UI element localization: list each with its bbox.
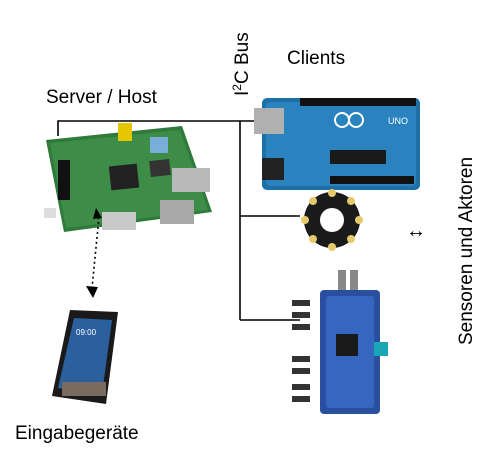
arduino-uno-board: UNO xyxy=(254,98,420,190)
i2c-suffix: C Bus xyxy=(232,32,253,85)
host-to-input-arrow xyxy=(86,208,102,298)
bidirectional-arrow-icon: ↔ xyxy=(406,220,426,242)
phone-device: 09:00 xyxy=(52,310,118,404)
raspberry-pi-board xyxy=(44,123,212,232)
clients-label: Clients xyxy=(287,48,346,69)
pwm-driver-board xyxy=(292,270,388,414)
i2c-bus-label: I2C Bus xyxy=(230,32,254,96)
sensors-actuators-label: Sensoren und Aktoren xyxy=(456,156,477,345)
ring-sensor-board xyxy=(301,189,363,251)
arduino-uno-text: UNO xyxy=(388,116,408,126)
phone-time-text: 09:00 xyxy=(76,328,97,337)
i2c-prefix: I xyxy=(232,90,253,96)
i2c-bus-lines xyxy=(57,120,300,321)
input-devices-label: Eingabegeräte xyxy=(15,423,139,444)
i2c-superscript: 2 xyxy=(230,84,244,91)
server-host-label: Server / Host xyxy=(46,87,157,108)
bus-line-host xyxy=(57,120,262,136)
